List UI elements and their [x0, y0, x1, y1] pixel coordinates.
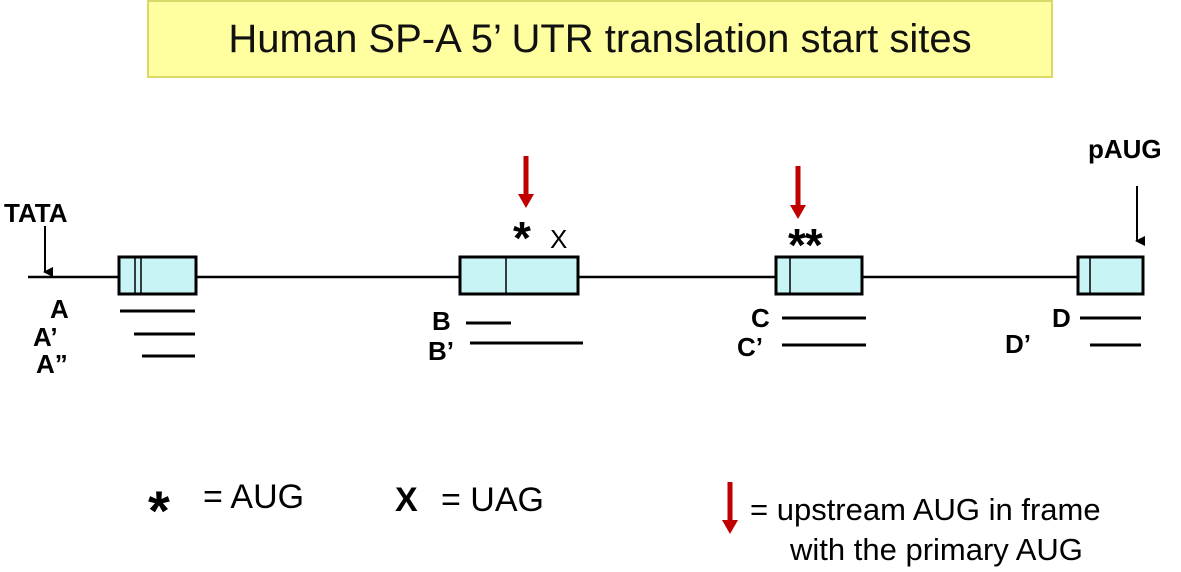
legend-arrow-text-2: with the primary AUG	[789, 532, 1083, 567]
label-a-prime: A’	[33, 322, 58, 352]
legend-aug-symbol: *	[148, 479, 170, 542]
label-a: A	[50, 294, 69, 324]
diagram-title: Human SP-A 5’ UTR translation start site…	[228, 16, 972, 61]
exon-2	[458, 255, 580, 296]
aug-marker-exon2: *	[513, 212, 531, 264]
exon-4	[1076, 255, 1145, 296]
red-arrow-exon2	[518, 156, 534, 208]
legend-red-arrow	[722, 482, 738, 534]
aug-markers-exon3: **	[788, 219, 823, 271]
legend-uag-text: = UAG	[441, 481, 544, 519]
exon-3	[774, 255, 864, 296]
uag-marker-exon2: X	[550, 224, 567, 254]
legend-arrow-text-1: = upstream AUG in frame	[750, 492, 1101, 527]
label-d-prime: D’	[1005, 329, 1031, 359]
legend-aug-text: = AUG	[203, 478, 304, 516]
legend: * = AUG X = UAG = upstream AUG in frame …	[148, 478, 1101, 567]
label-c: C	[751, 303, 770, 333]
label-b: B	[432, 306, 451, 336]
tata-label: TATA	[4, 198, 68, 228]
legend-uag-symbol: X	[395, 481, 418, 519]
label-c-prime: C’	[737, 332, 763, 362]
label-a-double-prime: A”	[36, 349, 68, 379]
label-b-prime: B’	[428, 336, 454, 366]
exon-1	[117, 255, 198, 296]
title-box: Human SP-A 5’ UTR translation start site…	[147, 0, 1053, 78]
paug-label: pAUG	[1088, 134, 1162, 164]
label-d: D	[1052, 303, 1071, 333]
red-arrow-exon3	[790, 166, 806, 219]
